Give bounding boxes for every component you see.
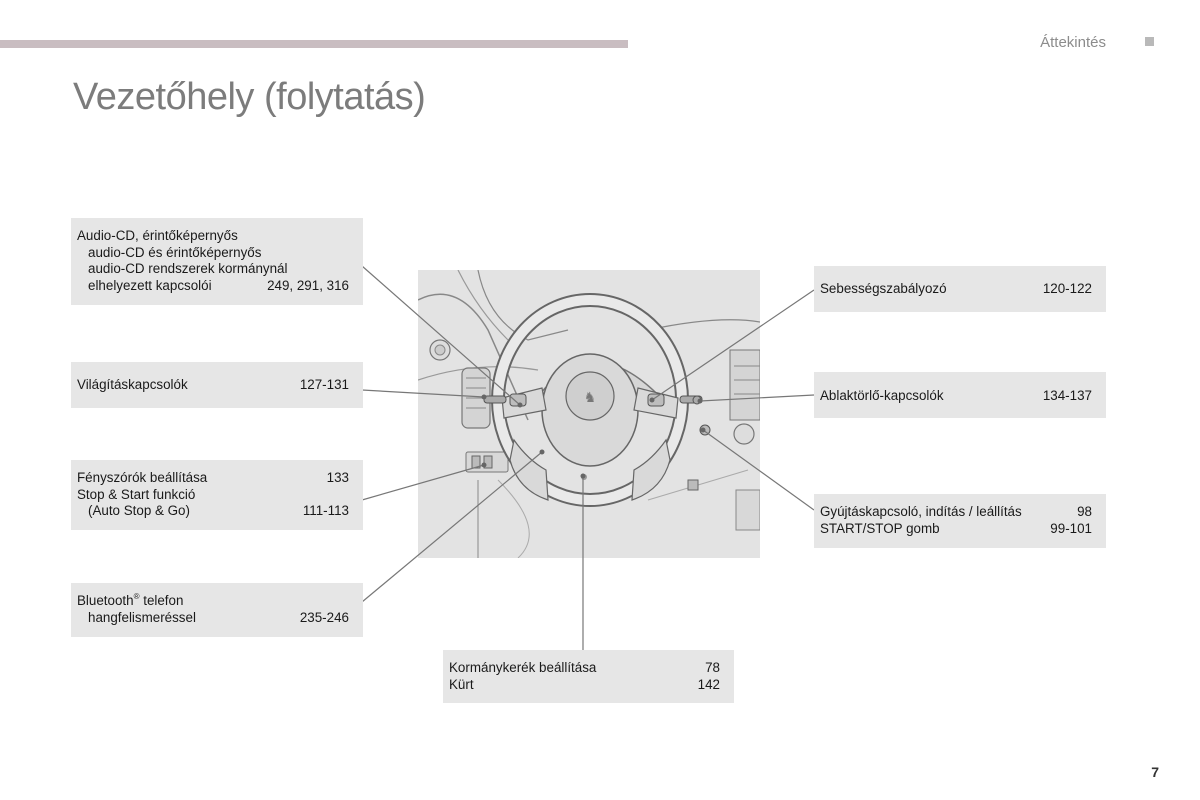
page-number: 7 xyxy=(1151,764,1159,780)
callout-label: audio-CD és érintőképernyős xyxy=(88,244,262,260)
page-reference: 111-113 xyxy=(302,503,349,518)
page-reference: 133 xyxy=(326,470,349,485)
callout-label: Stop & Start funkció xyxy=(77,486,196,502)
page-reference: 235-246 xyxy=(299,609,349,625)
page-reference: 78 xyxy=(705,660,720,675)
page-reference: 142 xyxy=(697,676,720,692)
callout-label: Sebességszabályozó xyxy=(820,281,947,296)
svg-text:♞: ♞ xyxy=(584,390,597,406)
steering-wheel-dashboard-illustration: ♞ xyxy=(418,270,760,558)
page-reference: 99-101 xyxy=(1050,520,1092,536)
page-reference: 98 xyxy=(1077,504,1092,519)
callout-label: Bluetooth xyxy=(77,593,134,608)
header-accent-bar xyxy=(0,40,628,48)
callout-audio-controls: Audio-CD, érintőképernyős audio-CD és ér… xyxy=(71,218,363,305)
callout-label: audio-CD rendszerek kormánynál xyxy=(88,261,288,276)
callout-label: Kormánykerék beállítása xyxy=(449,660,597,675)
callout-label: START/STOP gomb xyxy=(820,520,940,536)
section-marker-icon xyxy=(1145,37,1154,46)
callout-label: Világításkapcsolók xyxy=(77,377,188,392)
callout-label: Gyújtáskapcsoló, indítás / leállítás xyxy=(820,504,1022,519)
callout-cruise-control: Sebességszabályozó 120-122 xyxy=(814,266,1106,312)
callout-ignition: Gyújtáskapcsoló, indítás / leállítás 98 S… xyxy=(814,494,1106,548)
callout-label: hangfelismeréssel xyxy=(88,609,196,625)
callout-steering-wheel: Kormánykerék beállítása 78 Kürt 142 xyxy=(443,650,734,703)
callout-lighting-switches: Világításkapcsolók 127-131 xyxy=(71,362,363,408)
callout-label: (Auto Stop & Go) xyxy=(88,503,190,518)
callout-headlamp-stop-start: Fényszórók beállítása 133 Stop & Start fu… xyxy=(71,460,363,530)
callout-wiper-switches: Ablaktörlő-kapcsolók 134-137 xyxy=(814,372,1106,418)
page-reference: 134-137 xyxy=(1042,388,1092,403)
page-title: Vezetőhely (folytatás) xyxy=(73,76,426,118)
callout-label: elhelyezett kapcsolói xyxy=(88,277,212,293)
callout-label: Kürt xyxy=(449,676,474,692)
page-reference: 127-131 xyxy=(299,377,349,392)
callout-label: Fényszórók beállítása xyxy=(77,470,208,485)
section-label: Áttekintés xyxy=(1040,34,1106,51)
registered-mark: ® xyxy=(133,591,140,601)
callout-bluetooth: Bluetooth® telefon hangfelismeréssel 235-… xyxy=(71,583,363,637)
callout-label: Ablaktörlő-kapcsolók xyxy=(820,388,944,403)
page-reference: 120-122 xyxy=(1042,281,1092,296)
callout-label: Audio-CD, érintőképernyős xyxy=(77,228,238,243)
page-reference: 249, 291, 316 xyxy=(267,277,349,293)
callout-label: telefon xyxy=(139,593,184,608)
